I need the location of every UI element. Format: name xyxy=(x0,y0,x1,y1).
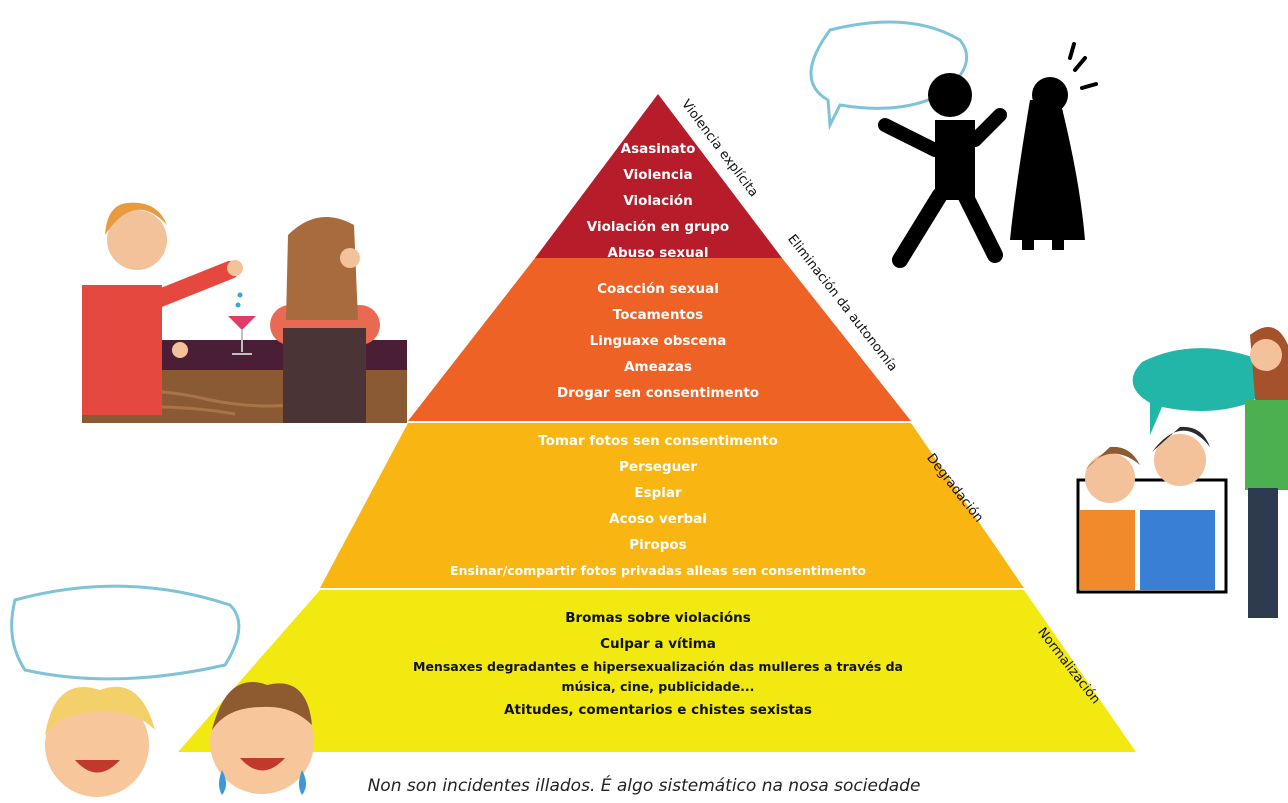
level-violencia-item: Violación en grupo xyxy=(586,219,730,235)
bar-scene-illustration xyxy=(82,202,407,423)
level-violencia-item: Violación xyxy=(623,193,693,209)
level-violencia-item: Asasinato xyxy=(620,141,696,157)
level-eliminacion-item: Ameazas xyxy=(624,359,692,375)
level-eliminacion-shape xyxy=(408,258,911,421)
level-degradacion-item: Piropos xyxy=(629,537,687,553)
laughing-boys-illustration xyxy=(10,584,314,797)
level-violencia-shape xyxy=(535,94,782,258)
level-degradacion-item: Acoso verbal xyxy=(609,511,707,527)
aggression-scene-illustration xyxy=(809,20,1098,268)
level-eliminacion-item: Linguaxe obscena xyxy=(589,333,727,349)
level-normalizacion-item: Mensaxes degradantes e hipersexualizació… xyxy=(413,659,903,674)
level-normalizacion-item: música, cine, publicidade... xyxy=(561,679,755,694)
level-eliminacion-item: Coacción sexual xyxy=(597,281,719,297)
catcalling-scene-illustration xyxy=(1076,327,1288,618)
level-violencia-item: Violencia xyxy=(623,167,693,183)
level-degradacion-item: Ensinar/compartir fotos privadas alleas … xyxy=(450,563,866,578)
level-degradacion-items: Tomar fotos sen consentimento Perseguer … xyxy=(358,428,958,584)
level-normalizacion-shape xyxy=(178,590,1136,752)
level-normalizacion-item: Bromas sobre violacións xyxy=(565,610,751,626)
level-normalizacion-item: Atitudes, comentarios e chistes sexistas xyxy=(504,702,812,718)
level-eliminacion-item: Tocamentos xyxy=(612,307,704,323)
level-violencia-item: Abuso sexual xyxy=(607,245,709,261)
level-eliminacion-items: Coacción sexual Tocamentos Linguaxe obsc… xyxy=(508,276,808,406)
level-violencia-items: Asasinato Violencia Violación Violación … xyxy=(558,136,758,266)
level-degradacion-item: Perseguer xyxy=(619,459,697,475)
level-degradacion-shape xyxy=(320,423,1024,588)
level-normalizacion-items: Bromas sobre violacións Culpar a vítima … xyxy=(358,605,958,723)
caption: Non son incidentes illados. É algo siste… xyxy=(367,776,921,796)
level-normalizacion-item: Culpar a vítima xyxy=(600,636,716,652)
level-degradacion-item: Tomar fotos sen consentimento xyxy=(538,433,778,449)
level-eliminacion-item: Drogar sen consentimento xyxy=(556,385,760,401)
level-degradacion-item: Espiar xyxy=(634,485,682,501)
